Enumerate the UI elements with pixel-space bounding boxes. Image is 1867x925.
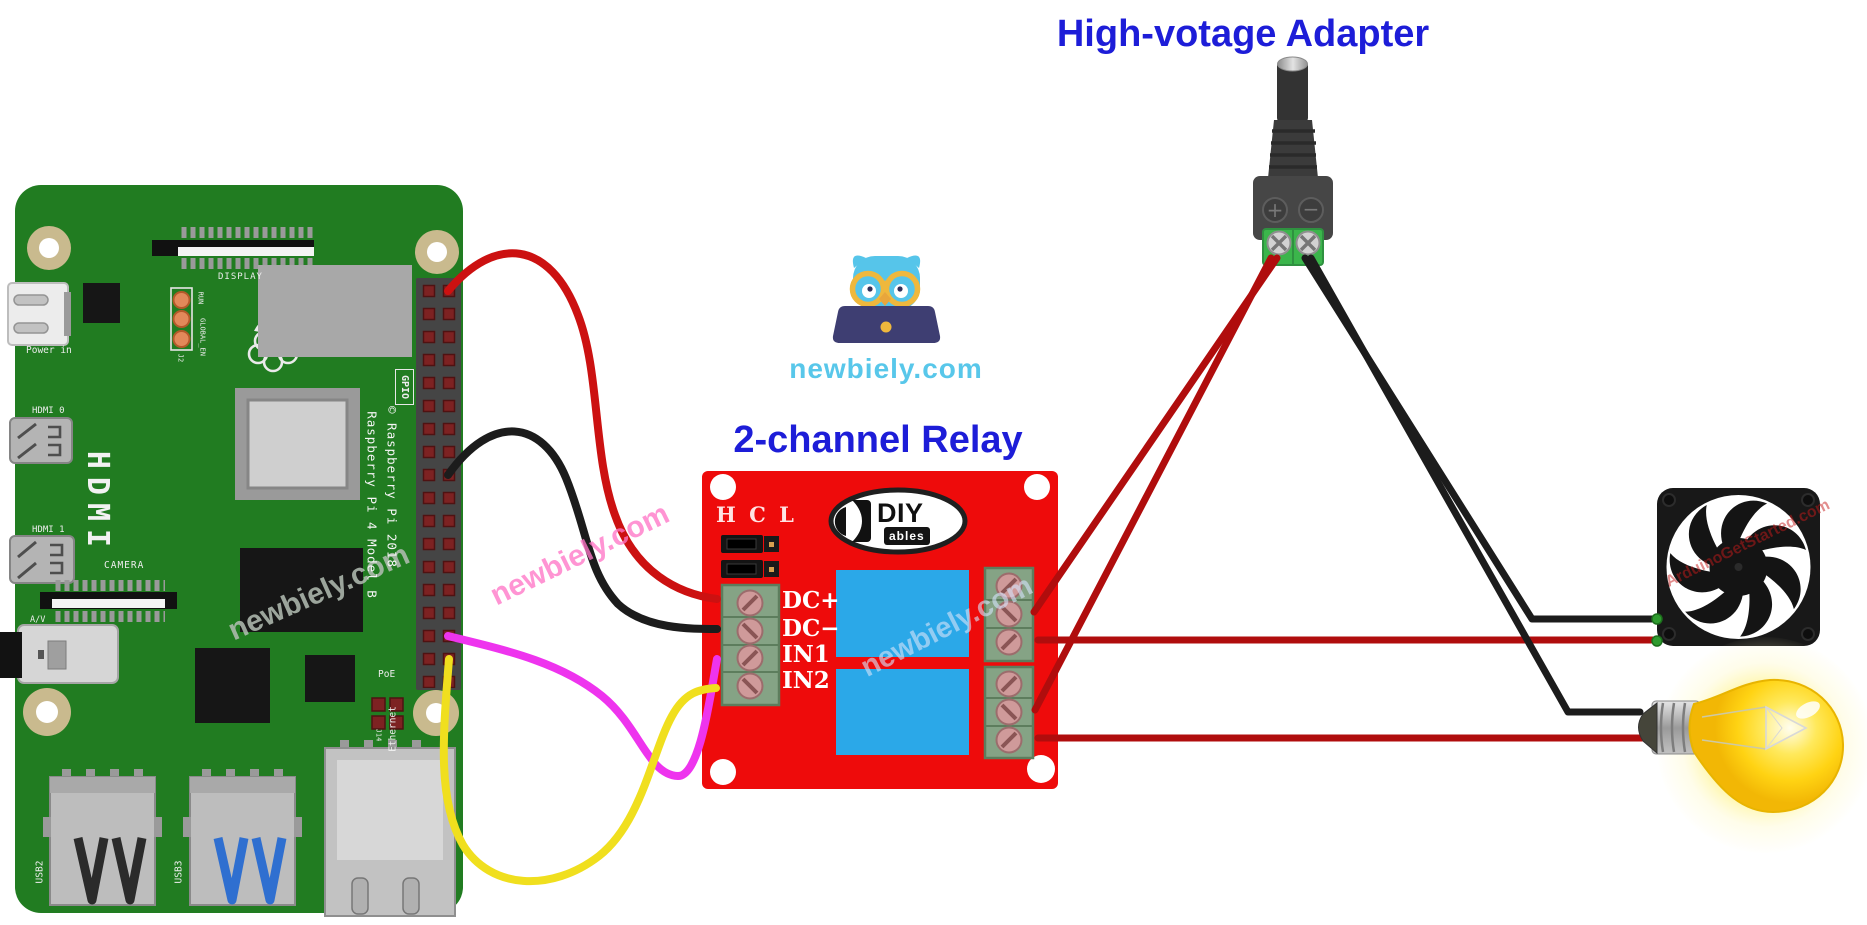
hdmi1-port [9,535,75,584]
display-connector [152,227,314,269]
wire-gnd-black [444,427,721,633]
run-header [170,287,193,351]
relay-input-terminal [720,583,781,707]
chip [195,648,270,723]
power-in-port [7,282,71,346]
relay-title: 2-channel Relay [733,419,1023,461]
adapter-plus-mark: + [1267,198,1284,222]
wire-adapter-neutral-fan [1301,254,1660,623]
dc-adapter: + − [1253,56,1333,266]
pi-camera-label: CAMERA [104,560,145,571]
pi-j2-label: J2 [176,353,185,363]
pi-power-in-label: Power in [26,345,72,356]
wire-in2-yellow [439,655,720,886]
gpio-header [416,278,461,690]
pi-usb2-label: USB2 [34,860,46,884]
relay-output-terminal-2 [983,665,1035,760]
pi-av-label: A/V [30,615,46,625]
av-jack [0,624,119,684]
pi-copyright-label: © Raspberry Pi 2018 [384,406,400,568]
light-bulb [1638,637,1867,853]
adapter-minus-mark: − [1303,197,1320,221]
owl-logo [832,255,941,343]
pi-run-label: RUN [196,291,205,305]
relay-terminal-label-dcminus: DC− [782,615,840,642]
diyables-logo [828,487,968,555]
chip [83,283,120,323]
fan-wire-terminals [1651,613,1663,647]
pi-hdmi-big-label: HDMI [80,450,115,556]
relay-terminal-label-dcplus: DC+ [782,587,840,614]
pi-usb3-label: USB3 [173,860,185,884]
diyables-logo-bottom-text: ables [884,527,930,545]
wire-adapter-live-2 [1031,254,1275,714]
diyables-logo-top-text: DIY [877,498,924,528]
pi-hdmi0-label: HDMI 0 [32,406,65,416]
pi-global-en-label: GLOBAL_EN [198,318,207,356]
pi-model-label: Raspberry Pi 4 Model B [364,411,380,599]
adapter-screws [1266,230,1321,256]
pi-gpio-box [395,369,414,405]
wire-5v-red [444,249,721,603]
ethernet-port [324,740,456,917]
pi-display-label: DISPLAY [218,272,263,282]
relay-terminal-label-in2: IN2 [782,667,830,694]
camera-connector [40,580,177,622]
usb3-port [183,769,302,906]
pi-gpio-label: GPIO [399,374,410,400]
relay-1 [836,570,969,657]
relay-board [702,471,1058,789]
chip [240,548,363,632]
brand-text: newbiely.com [789,353,983,384]
chip [305,655,355,702]
pi-j14-label: J14 [374,728,383,742]
relay-terminal-label-in1: IN1 [782,641,830,668]
relay-2 [836,669,969,755]
relay-jumpers [721,535,779,578]
wire-adapter-neutral-bulb [1307,254,1644,716]
raspberry-pi-board [0,185,463,917]
hdmi0-port [9,417,73,464]
relay-output-terminal-1 [983,566,1035,663]
soc-chip [235,388,360,500]
fan [1657,488,1820,646]
pi-ethernet-label: Ethernet [387,706,399,752]
pi-poe-label: PoE [378,669,396,680]
wire-in1-magenta [444,632,721,780]
poe-header [371,697,404,730]
ram-chip [258,265,412,357]
usb2-port [43,769,162,906]
pi-hdmi1-label: HDMI 1 [32,525,65,535]
adapter-title: High-votage Adapter [1056,13,1430,55]
relay-jumper-header-label: H C L [716,502,797,527]
